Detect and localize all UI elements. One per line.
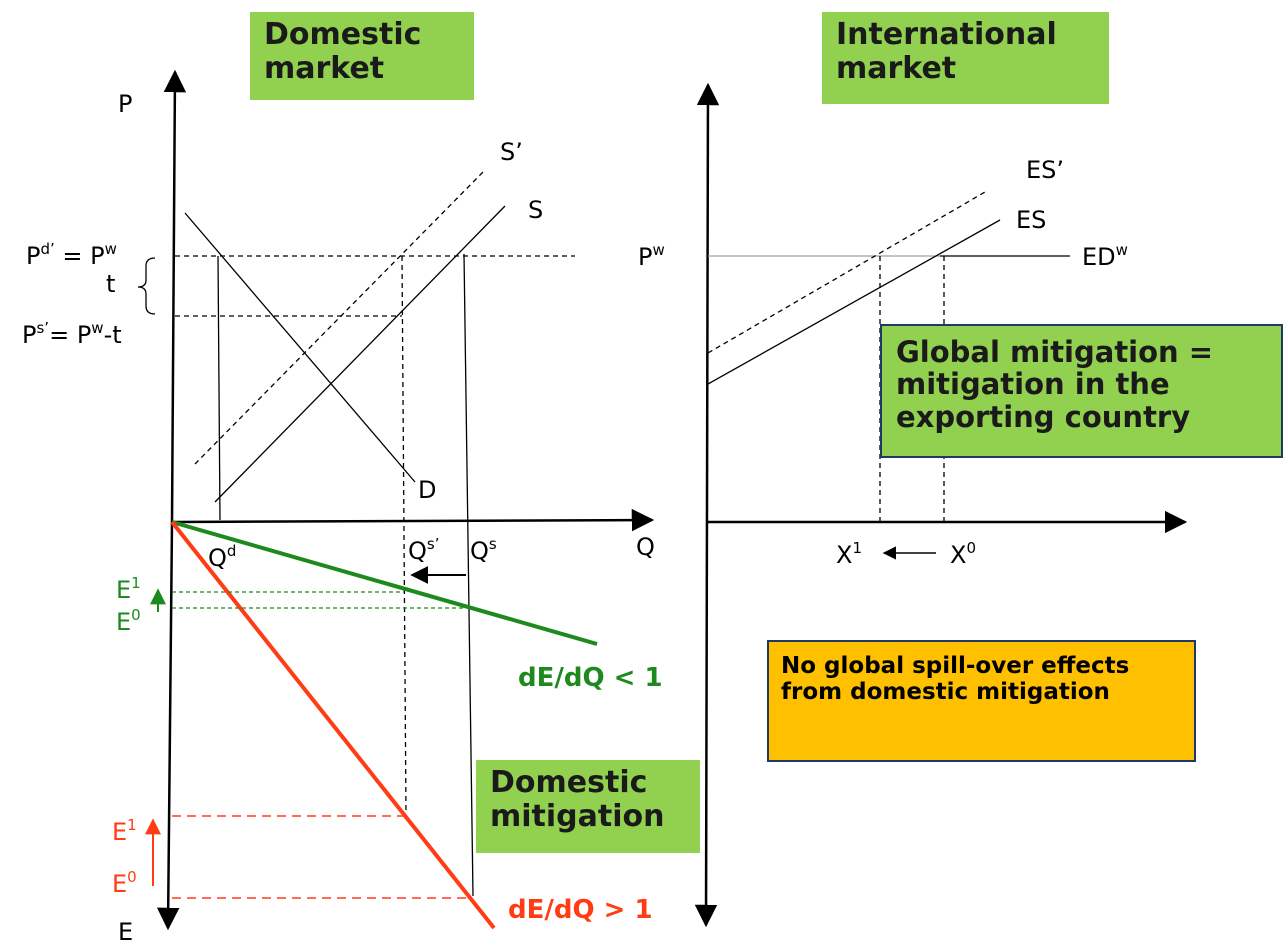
international-market-box: International market [822, 12, 1109, 104]
global-mitigation-box: Global mitigation = mitigation in the ex… [880, 324, 1283, 458]
e1-green-label: E1 [116, 574, 141, 604]
qs-label: Qs [470, 535, 497, 565]
spillover-box: No global spill-over effects from domest… [767, 640, 1196, 762]
q-axis-label: Q [636, 533, 655, 561]
qd-vertical [217, 255, 221, 521]
domestic-market-panel: P Q E S’ S D Pd’ = Pw t Ps’= Pw-t Qd Qs’… [22, 69, 663, 940]
pd-equals-pw-label: Pd’ = Pw [26, 240, 117, 270]
ps-label: Ps’= Pw-t [22, 319, 122, 349]
s-prime-curve [194, 169, 486, 465]
domestic-mitigation-box: Domestic mitigation [476, 760, 700, 853]
domestic-market-box: Domestic market [250, 12, 474, 100]
p-axis [163, 69, 187, 523]
d-curve [184, 212, 416, 483]
e0-red-label: E0 [112, 868, 137, 898]
qs-prime-vertical [401, 255, 407, 815]
x1-label: X1 [836, 539, 862, 569]
t-brace [137, 257, 156, 315]
x0-label: X0 [950, 539, 976, 569]
s-label: S [528, 196, 543, 224]
red-emission-line [170, 520, 496, 930]
green-emission-line [171, 520, 598, 646]
de-dq-greater-label: dE/dQ > 1 [508, 895, 653, 925]
edw-label: EDw [1082, 241, 1128, 271]
es-label: ES [1016, 206, 1046, 234]
q-axis [171, 508, 655, 532]
es-prime-label: ES’ [1026, 156, 1064, 184]
e1-red-label: E1 [112, 816, 137, 846]
de-dq-less-label: dE/dQ < 1 [518, 663, 663, 693]
intl-vertical-axis [694, 82, 720, 928]
e-axis-label: E [118, 918, 133, 940]
e-axis [156, 521, 180, 931]
international-market-panel: Pw ES’ ES EDw X1 X0 [638, 82, 1188, 928]
qd-label: Qd [208, 542, 236, 572]
qs-vertical [463, 253, 474, 897]
d-label: D [418, 476, 436, 504]
p-axis-label: P [118, 90, 132, 118]
t-label: t [106, 270, 115, 298]
e0-green-label: E0 [116, 606, 141, 636]
es-curve [707, 219, 1001, 385]
pw-label: Pw [638, 241, 665, 271]
qs-prime-label: Qs’ [408, 535, 439, 565]
s-prime-label: S’ [500, 138, 523, 166]
s-curve [214, 205, 506, 503]
